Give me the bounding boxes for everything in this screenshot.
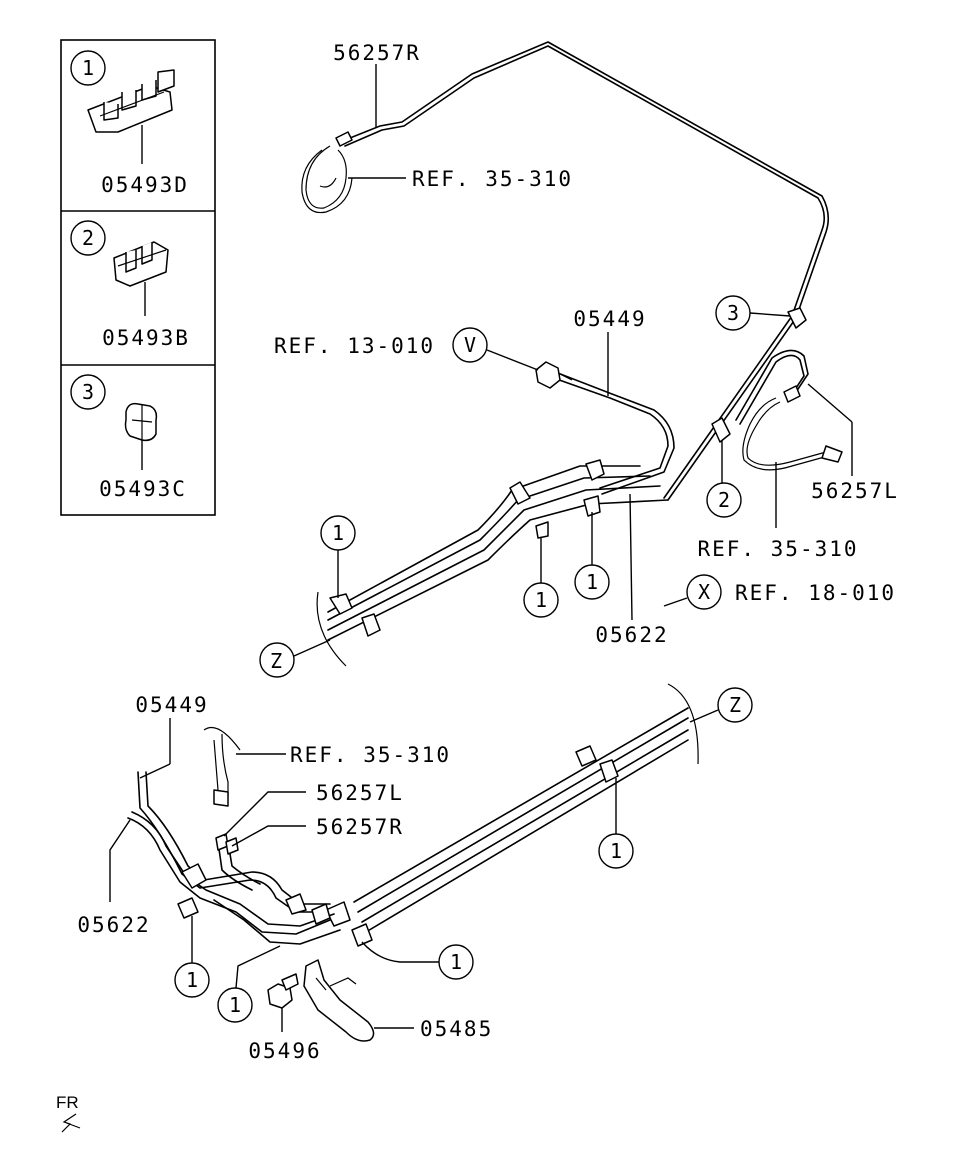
callout-1-a[interactable]: 1 [332, 521, 344, 545]
callout-1-lower-d[interactable]: 1 [450, 950, 462, 974]
marker-z-upper[interactable]: Z [271, 648, 283, 672]
callout-1-lower-a[interactable]: 1 [610, 839, 622, 863]
front-label: FR [56, 1093, 79, 1112]
flare-nut-icon [535, 361, 573, 389]
callout-1-b[interactable]: 1 [535, 588, 547, 612]
legend-part-number: 05493D [101, 173, 189, 197]
legend-item-1[interactable]: 1 05493D [70, 50, 189, 197]
callout-2[interactable]: 2 [718, 488, 730, 512]
ref-label-35-310-lower: REF. 35-310 [290, 743, 451, 767]
legend-item-3[interactable]: 3 05493C [70, 374, 187, 501]
part-label-05622-lower: 05622 [77, 913, 150, 937]
clip-05493c-icon [124, 402, 158, 442]
legend-item-2[interactable]: 2 05493B [70, 220, 190, 350]
parts-legend: 1 05493D 2 05493B [60, 39, 216, 516]
part-label-56257r: 56257R [333, 41, 421, 65]
ref-label-13-010: REF. 13-010 [274, 334, 435, 358]
callout-1-lower-c[interactable]: 1 [229, 993, 241, 1017]
callout-1-lower-b[interactable]: 1 [186, 968, 198, 992]
legend-number: 2 [82, 226, 94, 250]
lower-assembly: Z 1 [77, 683, 753, 1063]
part-label-56257l-lower: 56257L [316, 781, 404, 805]
legend-part-number: 05493C [99, 477, 187, 501]
bolt-05496-icon [267, 973, 299, 1009]
legend-number: 1 [82, 56, 94, 80]
part-label-05622-upper: 05622 [595, 623, 668, 647]
ref-label-35-310-b: REF. 35-310 [697, 537, 858, 561]
legend-number: 3 [82, 380, 94, 404]
callout-3[interactable]: 3 [727, 301, 739, 325]
marker-z-lower[interactable]: Z [729, 693, 741, 717]
front-direction-indicator: FR [56, 1093, 81, 1133]
ref-label-35-310: REF. 35-310 [412, 167, 573, 191]
part-label-05449-lower: 05449 [135, 693, 208, 717]
clip-05493b-icon [113, 241, 169, 287]
clip-05493d-icon [87, 69, 175, 133]
callout-1-c[interactable]: 1 [586, 570, 598, 594]
marker-v[interactable]: V [464, 333, 476, 357]
legend-part-number: 05493B [102, 326, 190, 350]
upper-assembly: 56257R REF. 35-310 56257L REF. 35-310 3 … [259, 41, 899, 678]
part-label-05485: 05485 [420, 1017, 493, 1041]
part-label-05449: 05449 [573, 307, 646, 331]
ref-label-18-010: REF. 18-010 [735, 581, 896, 605]
marker-x[interactable]: X [698, 580, 710, 604]
bracket-05485-icon [303, 959, 375, 1042]
front-arrow-icon [61, 1113, 81, 1133]
part-label-56257l: 56257L [811, 479, 899, 503]
part-label-05496: 05496 [248, 1039, 321, 1063]
part-label-56257r-lower: 56257R [316, 815, 404, 839]
